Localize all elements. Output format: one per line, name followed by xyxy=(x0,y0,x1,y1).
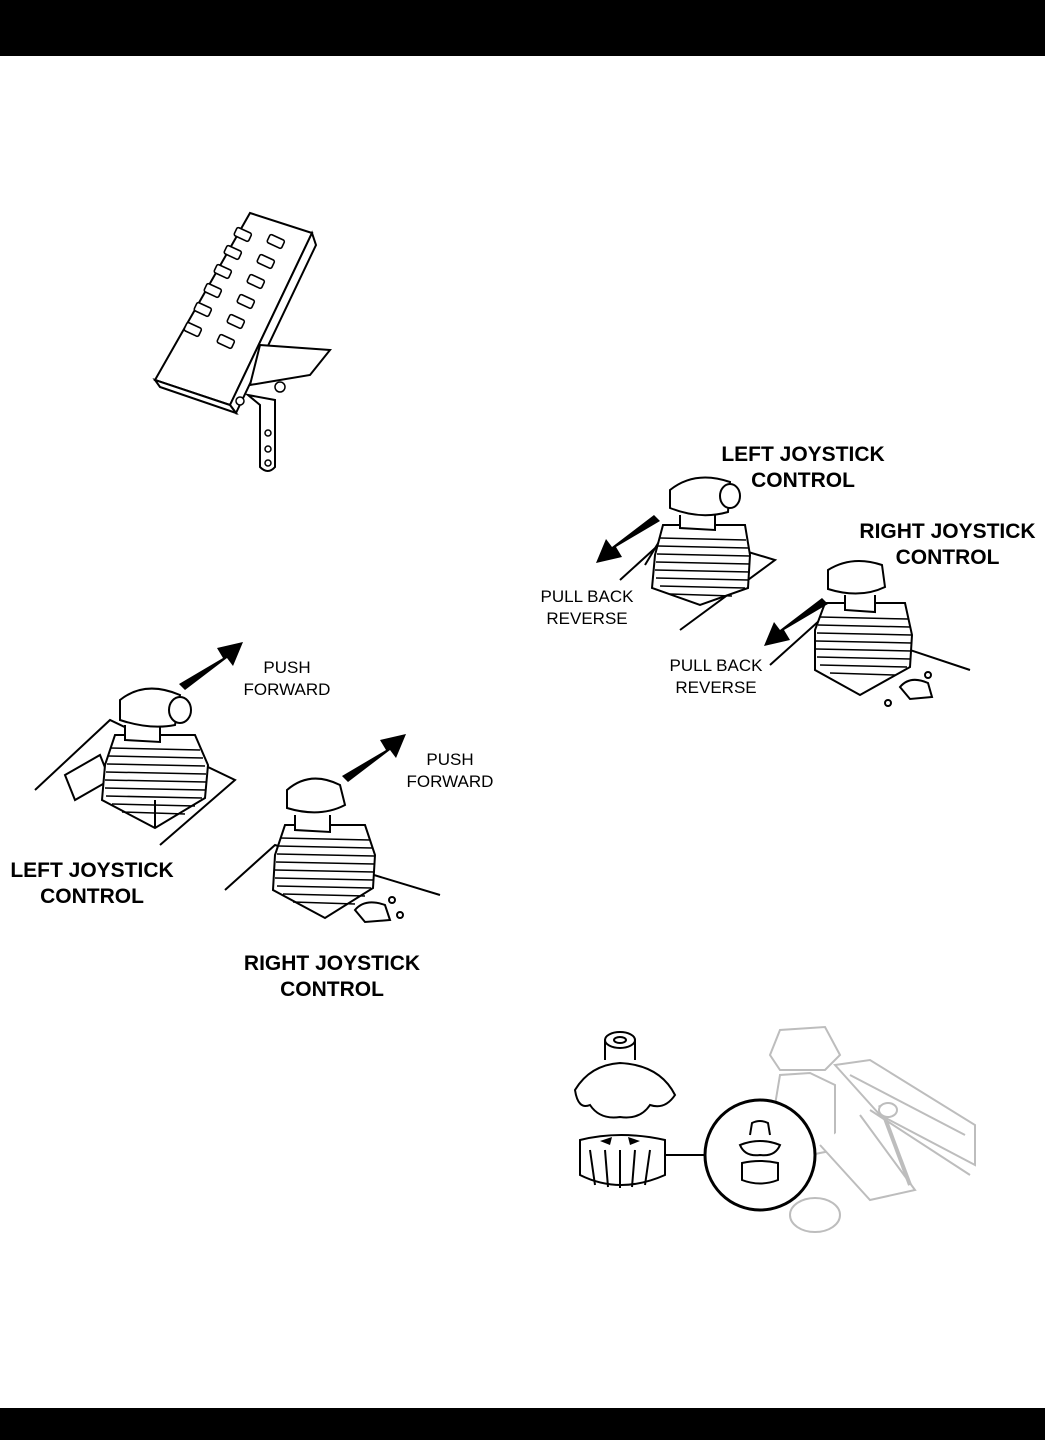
footer-bar xyxy=(0,1408,1045,1440)
header-bar xyxy=(0,0,1045,56)
left-pull-label: PULL BACK REVERSE xyxy=(528,586,646,630)
right-pull-label: PULL BACK REVERSE xyxy=(660,655,772,699)
pull-arrow-icon xyxy=(592,515,664,569)
left-joystick-forward-illustration xyxy=(30,680,250,850)
left-joystick-label: LEFT JOYSTICK CONTROL xyxy=(0,858,184,910)
right-joystick-forward-illustration xyxy=(225,770,445,940)
right-push-label: PUSH FORWARD xyxy=(398,749,502,793)
left-push-label: PUSH FORWARD xyxy=(234,657,340,701)
pendant-illustration xyxy=(140,205,340,485)
right-joystick-label: RIGHT JOYSTICK CONTROL xyxy=(225,951,439,1003)
joystick-knob-detail-illustration xyxy=(570,1015,985,1240)
pull-arrow-icon xyxy=(760,598,832,652)
